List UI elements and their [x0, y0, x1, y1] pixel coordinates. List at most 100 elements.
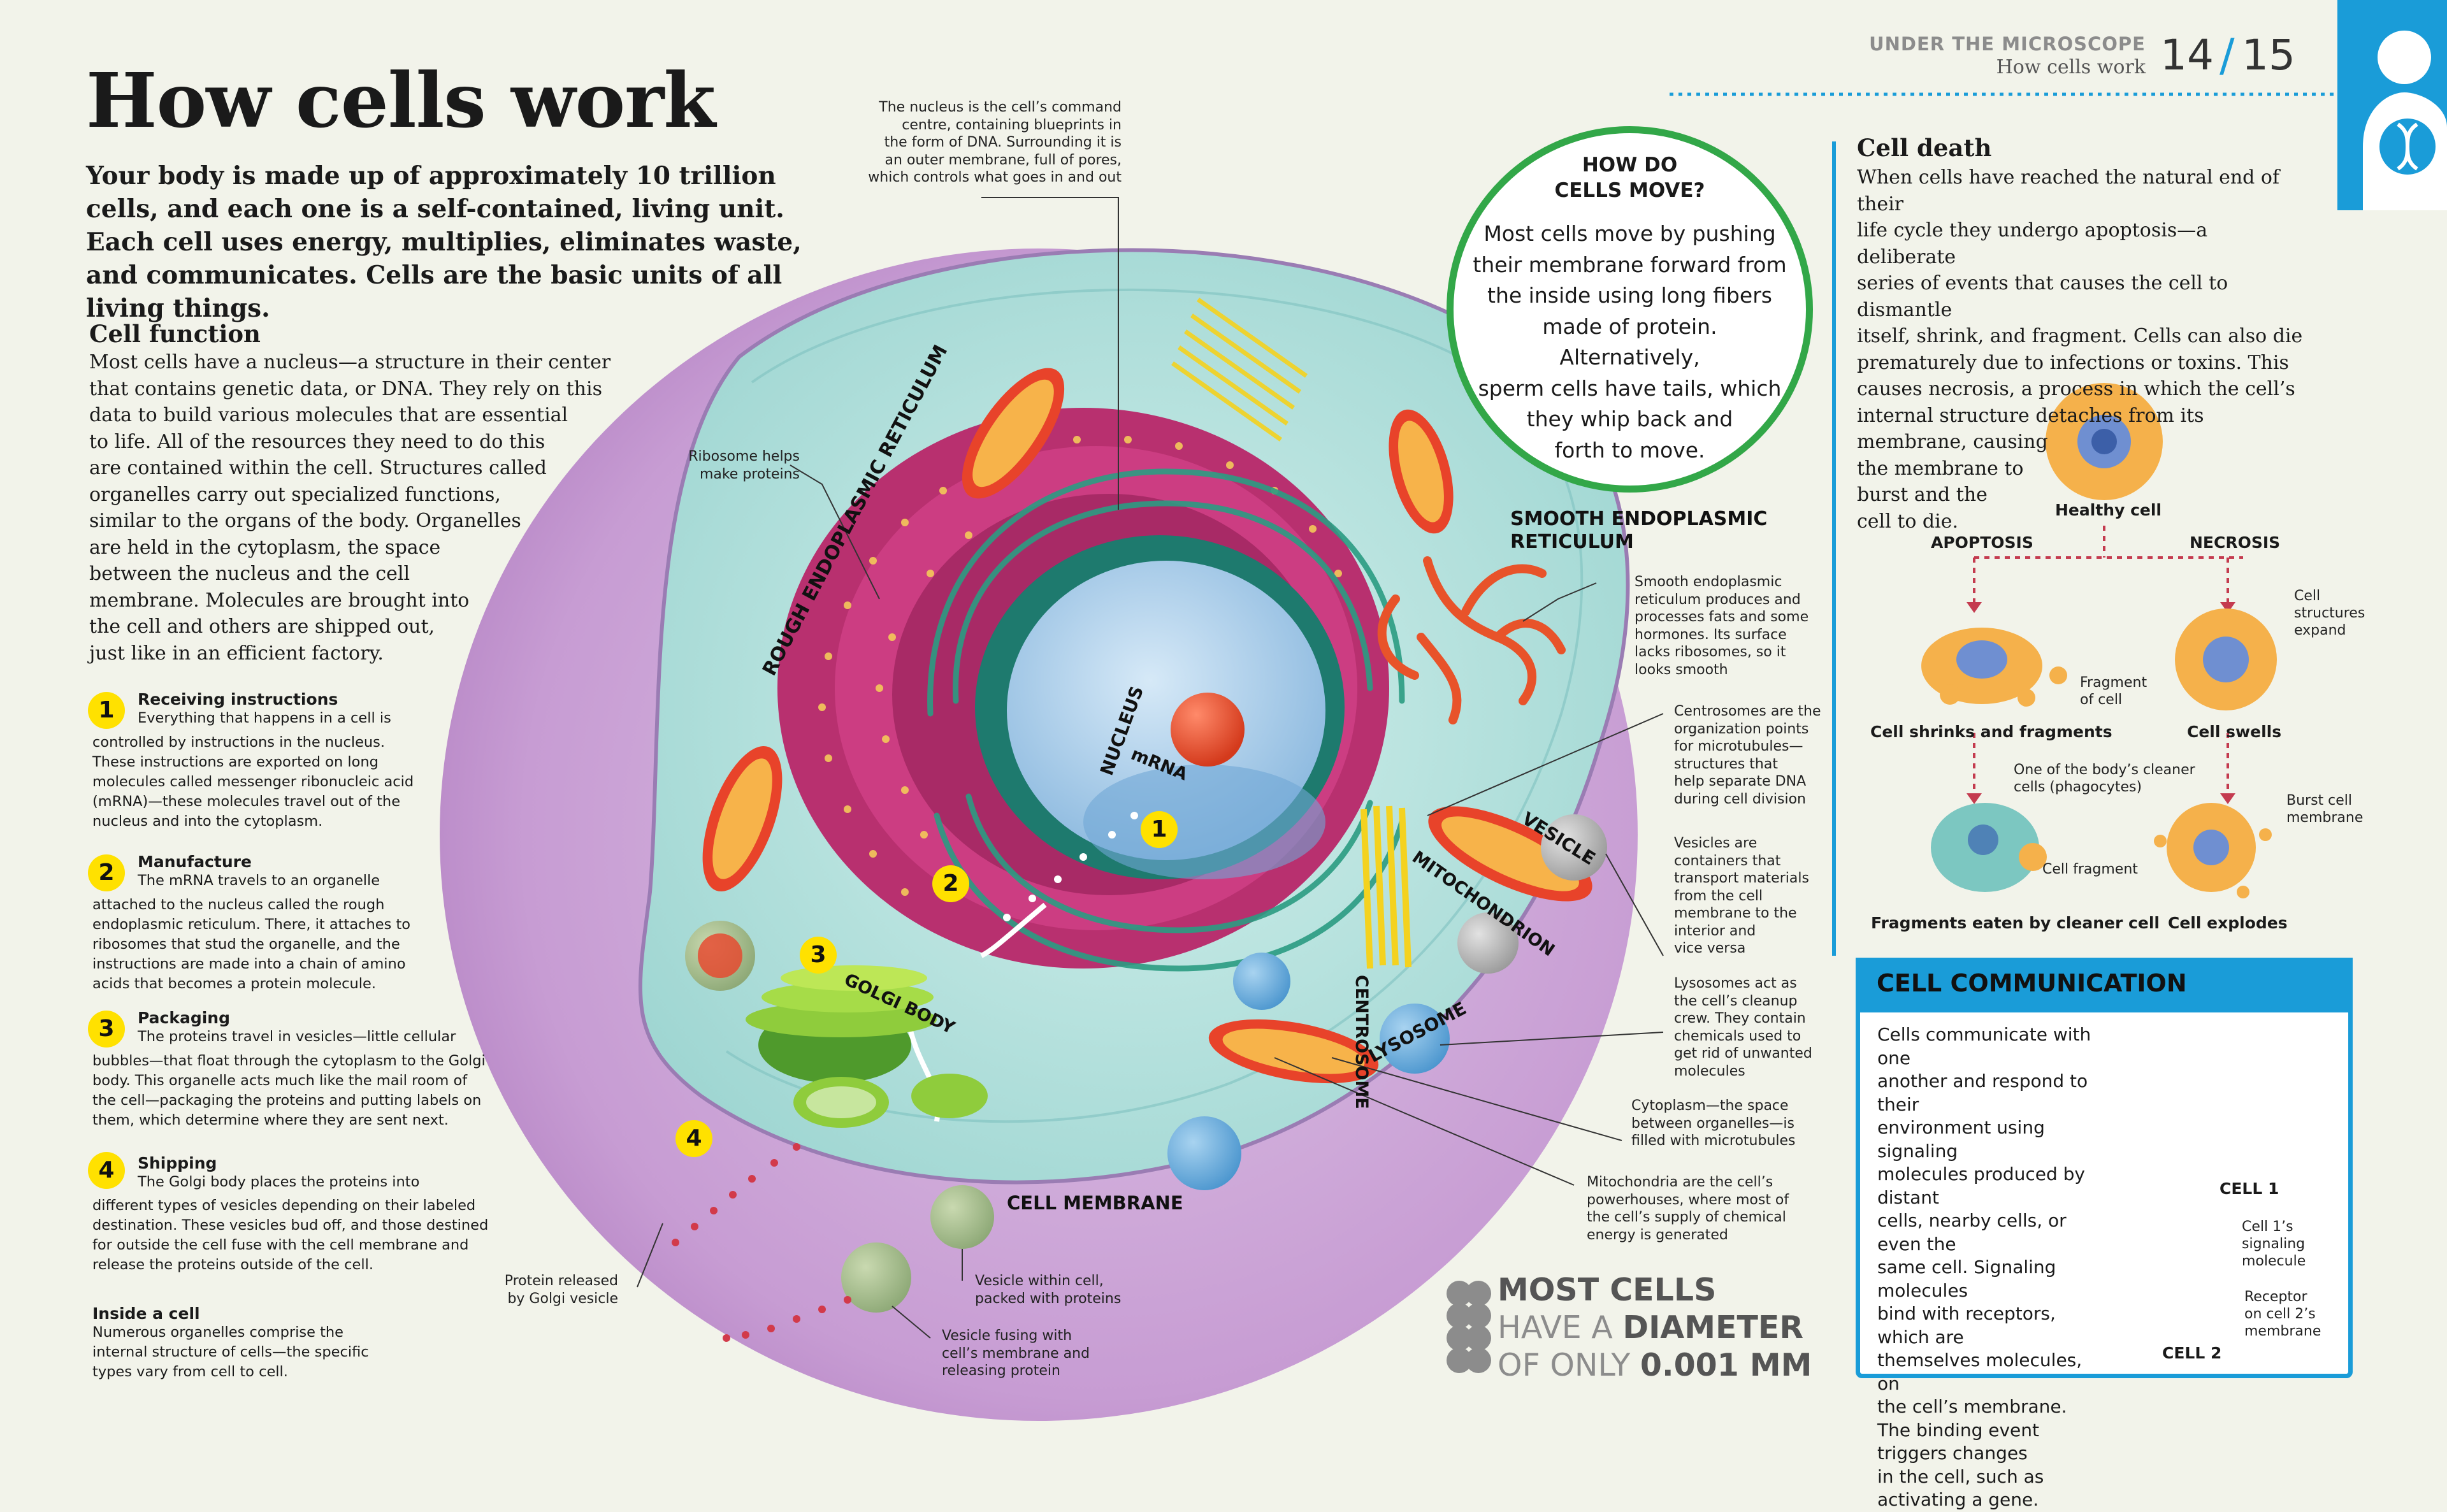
- cell-communication-box: [1856, 958, 2353, 1378]
- step-4-title: Shipping: [138, 1154, 217, 1172]
- step-4-text: different types of vesicles depending on…: [92, 1196, 551, 1275]
- size-fact-prefix: OF ONLY: [1498, 1347, 1640, 1383]
- explodes-label: Cell explodes: [2168, 914, 2288, 932]
- step-1-line: These instructions are exported on long: [92, 754, 379, 770]
- step-2-line: The mRNA travels to an organelle: [138, 872, 380, 889]
- title-line: CELLS MOVE?: [1554, 179, 1705, 202]
- cell-function-line: are contained within the cell. Structure…: [89, 457, 547, 479]
- note-line: lacks ribosomes, so it: [1635, 644, 1786, 660]
- note-line: on cell 2’s: [2244, 1306, 2316, 1322]
- note-line: the form of DNA. Surrounding it is: [884, 134, 1122, 150]
- page-number-right: 15: [2242, 31, 2295, 80]
- note-line: crew. They contain: [1674, 1011, 1806, 1026]
- cell-function-line: membrane. Molecules are brought into: [89, 589, 470, 612]
- cell-function-line: organelles carry out specialized functio…: [89, 483, 501, 506]
- note-line: packed with proteins: [975, 1290, 1122, 1307]
- note-line: structures that: [1674, 756, 1778, 772]
- comm-line: bind with receptors, which are: [1877, 1303, 2056, 1348]
- cell-death-text: When cells have reached the natural end …: [1857, 164, 2303, 535]
- step-3-title: Packaging: [138, 1009, 230, 1027]
- step-2: Manufacture The mRNA travels to an organ…: [138, 853, 494, 891]
- page-number-separator: /: [2220, 29, 2235, 82]
- note-line: between organelles—is: [1631, 1115, 1794, 1132]
- text-line: forth to move.: [1554, 437, 1705, 463]
- centrosome-note: Centrosomes are the organization points …: [1674, 703, 1833, 808]
- apoptosis-label: APOPTOSIS: [1931, 533, 2033, 552]
- diagram-marker-3: 3: [800, 937, 837, 974]
- ribosome-note: Ribosome helps make proteins: [666, 448, 800, 483]
- note-line: hormones. Its surface: [1635, 626, 1787, 643]
- cell-death-line: life cycle they undergo apoptosis—a deli…: [1857, 219, 2208, 268]
- cell-death-heading: Cell death: [1857, 134, 1992, 162]
- page: How cells work Your body is made up of a…: [86, 0, 2447, 1510]
- step-1: Receiving instructions Everything that h…: [138, 690, 494, 728]
- note-line: molecules: [1674, 1063, 1745, 1079]
- note-line: Centrosomes are the: [1674, 703, 1821, 719]
- step-3-line: body. This organelle acts much like the …: [92, 1072, 468, 1089]
- step-3-line: bubbles—that float through the cytoplasm…: [92, 1053, 486, 1069]
- step-3-text: bubbles—that float through the cytoplasm…: [92, 1051, 551, 1130]
- centrosome-label: CENTROSOME: [1352, 975, 1371, 1109]
- stacked-cells-icon: [1447, 1281, 1491, 1373]
- note-line: expand: [2294, 623, 2346, 638]
- note-line: powerhouses, where most of: [1587, 1192, 1789, 1208]
- step-2-line: endoplasmic reticulum. There, it attache…: [92, 916, 411, 933]
- inside-cell-line: types vary from cell to cell.: [92, 1364, 288, 1380]
- vesicle-note: Vesicles are containers that transport m…: [1674, 835, 1833, 958]
- note-line: get rid of unwanted: [1674, 1046, 1812, 1062]
- mitochondria-group: [702, 368, 1592, 1084]
- note-line: for microtubules—: [1674, 738, 1803, 754]
- comm-line: molecules produced by distant: [1877, 1163, 2086, 1208]
- cell-communication-header: [1856, 958, 2353, 1012]
- comm-line: another and respond to their: [1877, 1070, 2088, 1115]
- lysosome-note: Lysosomes act as the cell’s cleanup crew…: [1674, 975, 1833, 1080]
- note-line: Vesicle within cell,: [975, 1273, 1104, 1289]
- cell-death-line: causes necrosis, a process in which the …: [1857, 378, 2295, 400]
- note-line: Cytoplasm—the space: [1631, 1098, 1789, 1114]
- smooth-er-shape: [1377, 556, 1566, 724]
- note-line: looks smooth: [1635, 661, 1728, 678]
- note-line: Smooth endoplasmic: [1635, 574, 1782, 590]
- note-line: organization points: [1674, 721, 1809, 737]
- how-cells-move-title: HOW DO CELLS MOVE?: [1454, 152, 1806, 203]
- note-line: releasing protein: [942, 1363, 1060, 1379]
- vesicle-within-note: Vesicle within cell, packed with protein…: [975, 1272, 1134, 1307]
- note-line: make proteins: [699, 466, 800, 482]
- text-line: their membrane forward from: [1473, 252, 1787, 277]
- step-3-line: them, which determine where they are sen…: [92, 1112, 449, 1128]
- text-line: sperm cells have tails, which: [1478, 375, 1782, 401]
- text-line: made of protein. Alternatively,: [1542, 313, 1717, 370]
- diagram-marker-2: 2: [932, 865, 969, 902]
- cell-death-line: When cells have reached the natural end …: [1857, 166, 2280, 215]
- cell-death-line: prematurely due to infections or toxins.…: [1857, 351, 2289, 374]
- vesicle-fusing-shape: [841, 1242, 911, 1313]
- step-2-number: 2: [88, 854, 125, 891]
- note-line: structures: [2294, 605, 2365, 621]
- cell-death-line: itself, shrink, and fragment. Cells can …: [1857, 325, 2303, 347]
- cell-function-line: that contains genetic data, or DNA. They…: [89, 377, 602, 400]
- note-line: signaling: [2242, 1236, 2306, 1252]
- comm-line: environment using signaling: [1877, 1117, 2045, 1162]
- note-line: Protein released: [504, 1273, 618, 1289]
- step-3-number: 3: [88, 1011, 125, 1048]
- note-line: of cell: [2080, 692, 2123, 708]
- note-line: energy is generated: [1587, 1227, 1728, 1243]
- comm-line: activating a gene.: [1877, 1489, 2039, 1510]
- comm-line: cells, nearby cells, or even the: [1877, 1210, 2067, 1255]
- person-dna-icon: [2363, 31, 2447, 210]
- cell-function-line: are held in the cytoplasm, the space: [89, 536, 441, 559]
- note-line: Lysosomes act as: [1674, 976, 1797, 991]
- diagram-marker-1: 1: [1141, 811, 1178, 848]
- cell-function-line: to life. All of the resources they need …: [89, 430, 545, 453]
- note-line: Mitochondria are the cell’s: [1587, 1174, 1773, 1190]
- step-2-title: Manufacture: [138, 853, 252, 871]
- note-line: Receptor: [2244, 1289, 2307, 1305]
- signal-molecule-note: Cell 1’s signaling molecule: [2242, 1218, 2325, 1270]
- burst-membrane-note: Burst cell membrane: [2286, 792, 2376, 826]
- note-line: chemicals used to: [1674, 1028, 1801, 1044]
- note-line: One of the body’s cleaner: [2014, 762, 2195, 778]
- cell-function-heading: Cell function: [89, 320, 261, 348]
- note-line: the cell’s cleanup: [1674, 993, 1798, 1009]
- running-head-section: UNDER THE MICROSCOPE: [1869, 33, 2146, 55]
- inside-cell-line: Numerous organelles comprise the: [92, 1324, 344, 1341]
